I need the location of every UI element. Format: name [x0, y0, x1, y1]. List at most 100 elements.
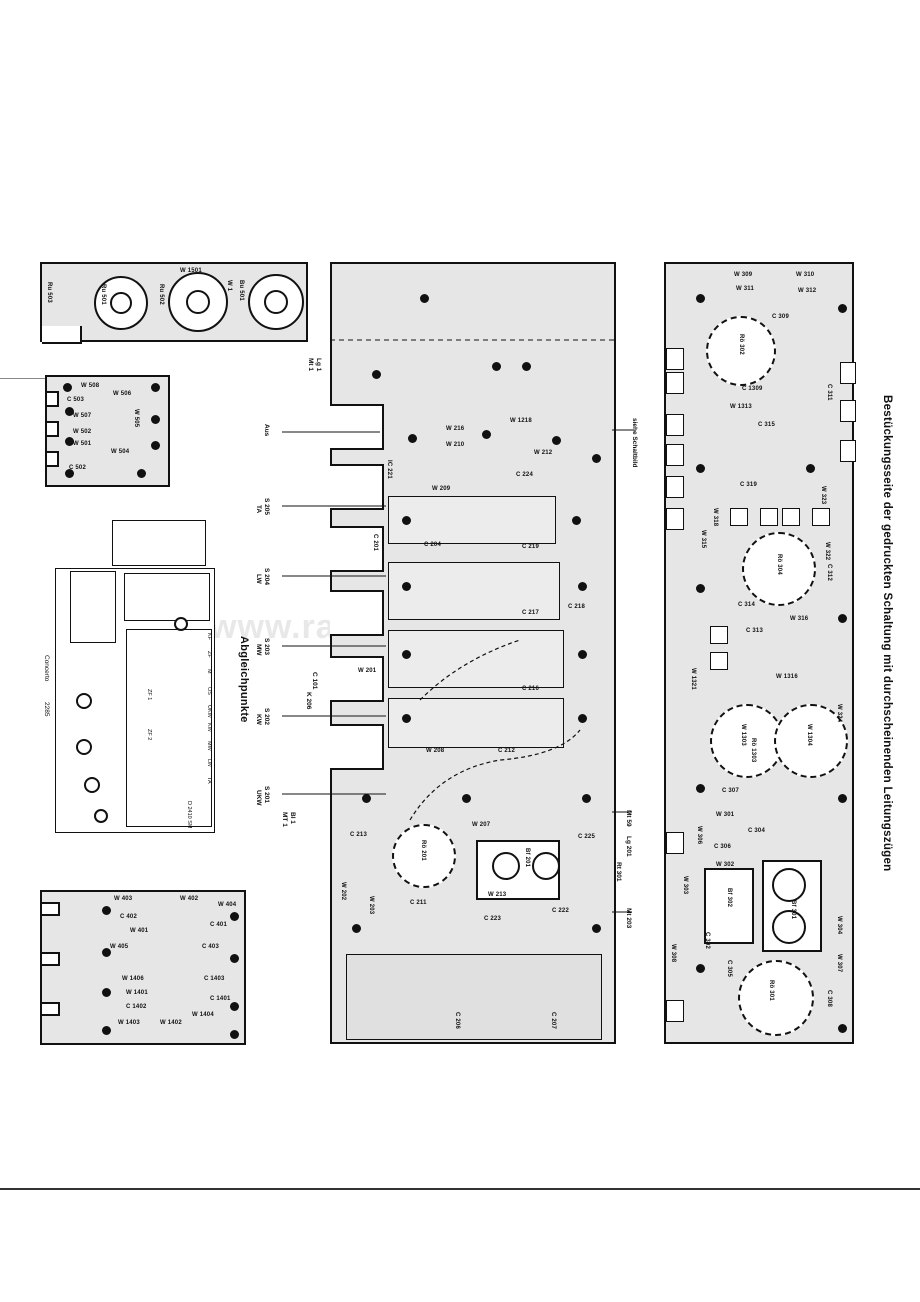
side-label-c101: C 101	[311, 672, 318, 690]
tube-socket-w1304	[774, 704, 848, 778]
label-w1316: W 1316	[776, 674, 798, 680]
pad	[230, 954, 239, 963]
label-c307: C 307	[722, 788, 740, 794]
label-w212: W 212	[534, 450, 553, 456]
pad	[63, 383, 72, 392]
pad	[462, 794, 471, 803]
label-w502: W 502	[73, 429, 92, 435]
tube-socket-bf201-a	[492, 852, 520, 880]
label-w306: W 306	[696, 826, 702, 845]
label-c204: C 204	[424, 542, 442, 548]
board-left-1: W 508 C 503 W 506 W 507 W 502 W 501 W 50…	[45, 375, 170, 487]
label-c502: C 502	[69, 465, 87, 471]
alignment-top-box	[112, 520, 206, 566]
pad	[838, 304, 847, 313]
label-c225: C 225	[578, 834, 596, 840]
label-c315: C 315	[758, 422, 776, 428]
label-bf201: Bf 201	[524, 848, 530, 868]
label-c1309: C 1309	[742, 386, 763, 392]
tube-socket-ro301	[738, 960, 814, 1036]
label-c313: C 313	[746, 628, 764, 634]
pad	[492, 362, 501, 371]
pad	[65, 437, 74, 446]
label-c217: C 217	[522, 610, 540, 616]
right-edge-connector-7	[666, 832, 684, 854]
side-label-aus: Aus	[263, 424, 270, 437]
abgleich-item-kw: KW	[206, 723, 212, 732]
tube-socket-1-inner	[110, 292, 132, 314]
label-c219: C 219	[522, 544, 540, 550]
pad	[402, 714, 411, 723]
pad	[102, 988, 111, 997]
label-ru502: Ru 502	[158, 284, 164, 305]
side-label-mt1b: Mt 1	[307, 358, 314, 371]
label-c1402: C 1402	[126, 1004, 147, 1010]
side-label-s202: S 202	[263, 708, 270, 725]
label-w210: W 210	[446, 442, 465, 448]
label-c308: C 308	[826, 990, 832, 1008]
pad	[578, 714, 587, 723]
pad	[65, 469, 74, 478]
side-label-s203: S 203	[263, 638, 270, 655]
label-w316: W 316	[790, 616, 809, 622]
coil-shield-1	[388, 496, 556, 544]
bottom-shield-box	[346, 954, 602, 1040]
label-w1313: W 1313	[730, 404, 752, 410]
side-label-bl1: Bl 1	[289, 812, 296, 824]
label-w508: W 508	[81, 383, 100, 389]
side-label-ta: TA	[255, 505, 262, 514]
label-w301: W 301	[716, 812, 735, 818]
side-label-lw: LW	[255, 574, 262, 584]
label-w1403: W 1403	[118, 1020, 140, 1026]
label-ru501: Ru 501	[100, 284, 106, 305]
tube-socket-ro304	[742, 532, 816, 606]
right-block-2	[760, 508, 778, 526]
board-left-3-notch	[40, 1002, 60, 1016]
label-w318: W 318	[712, 508, 718, 527]
board-left-3: W 403 W 402 W 404 C 402 W 401 W 405 C 40…	[40, 890, 246, 1045]
label-w216: W 216	[446, 426, 465, 432]
center-notch	[330, 526, 384, 572]
label-c302: C 302	[704, 932, 710, 950]
pad	[151, 383, 160, 392]
label-bf302: Bf 302	[726, 888, 732, 908]
label-c304: C 304	[748, 828, 766, 834]
label-c1403: C 1403	[204, 976, 225, 982]
label-w1402: W 1402	[160, 1020, 182, 1026]
pad	[352, 924, 361, 933]
label-w1406: W 1406	[122, 976, 144, 982]
center-notch	[330, 590, 384, 636]
label-w302: W 302	[716, 862, 735, 868]
label-w208: W 208	[426, 748, 445, 754]
label-c218: C 218	[568, 604, 586, 610]
alignment-table	[126, 629, 212, 827]
side-label-mw: MW	[255, 644, 262, 656]
right-block-5	[710, 626, 728, 644]
label-c224: C 224	[516, 472, 534, 478]
label-w308: W 308	[670, 944, 676, 963]
abgleich-item-zf2: ZF 2	[146, 729, 152, 741]
label-bf301: Bf 301	[790, 900, 796, 920]
pad	[592, 454, 601, 463]
label-ro301: Rö 301	[768, 980, 774, 1001]
pad	[102, 906, 111, 915]
label-w202: W 202	[340, 882, 346, 901]
label-c401: C 401	[210, 922, 228, 928]
tube-socket-ro1303	[710, 704, 784, 778]
board-notch	[42, 326, 82, 344]
center-notch	[330, 464, 384, 510]
abgleich-item-ukw: UKW	[206, 705, 212, 718]
label-c213: C 213	[350, 832, 368, 838]
pad	[362, 794, 371, 803]
label-c309: C 309	[772, 314, 790, 320]
label-w1303: W 1303	[740, 724, 746, 746]
board-center: W 1218 W 216 W 210 W 212 W 209 C 224 IC …	[330, 262, 616, 1044]
label-c319: C 319	[740, 482, 758, 488]
pad	[402, 650, 411, 659]
label-w506: W 506	[113, 391, 132, 397]
right-edge-connector-8	[666, 1000, 684, 1022]
pad	[838, 794, 847, 803]
alignment-circle	[174, 617, 188, 631]
label-w310: W 310	[796, 272, 815, 278]
right-edge-connector-11	[840, 440, 856, 462]
